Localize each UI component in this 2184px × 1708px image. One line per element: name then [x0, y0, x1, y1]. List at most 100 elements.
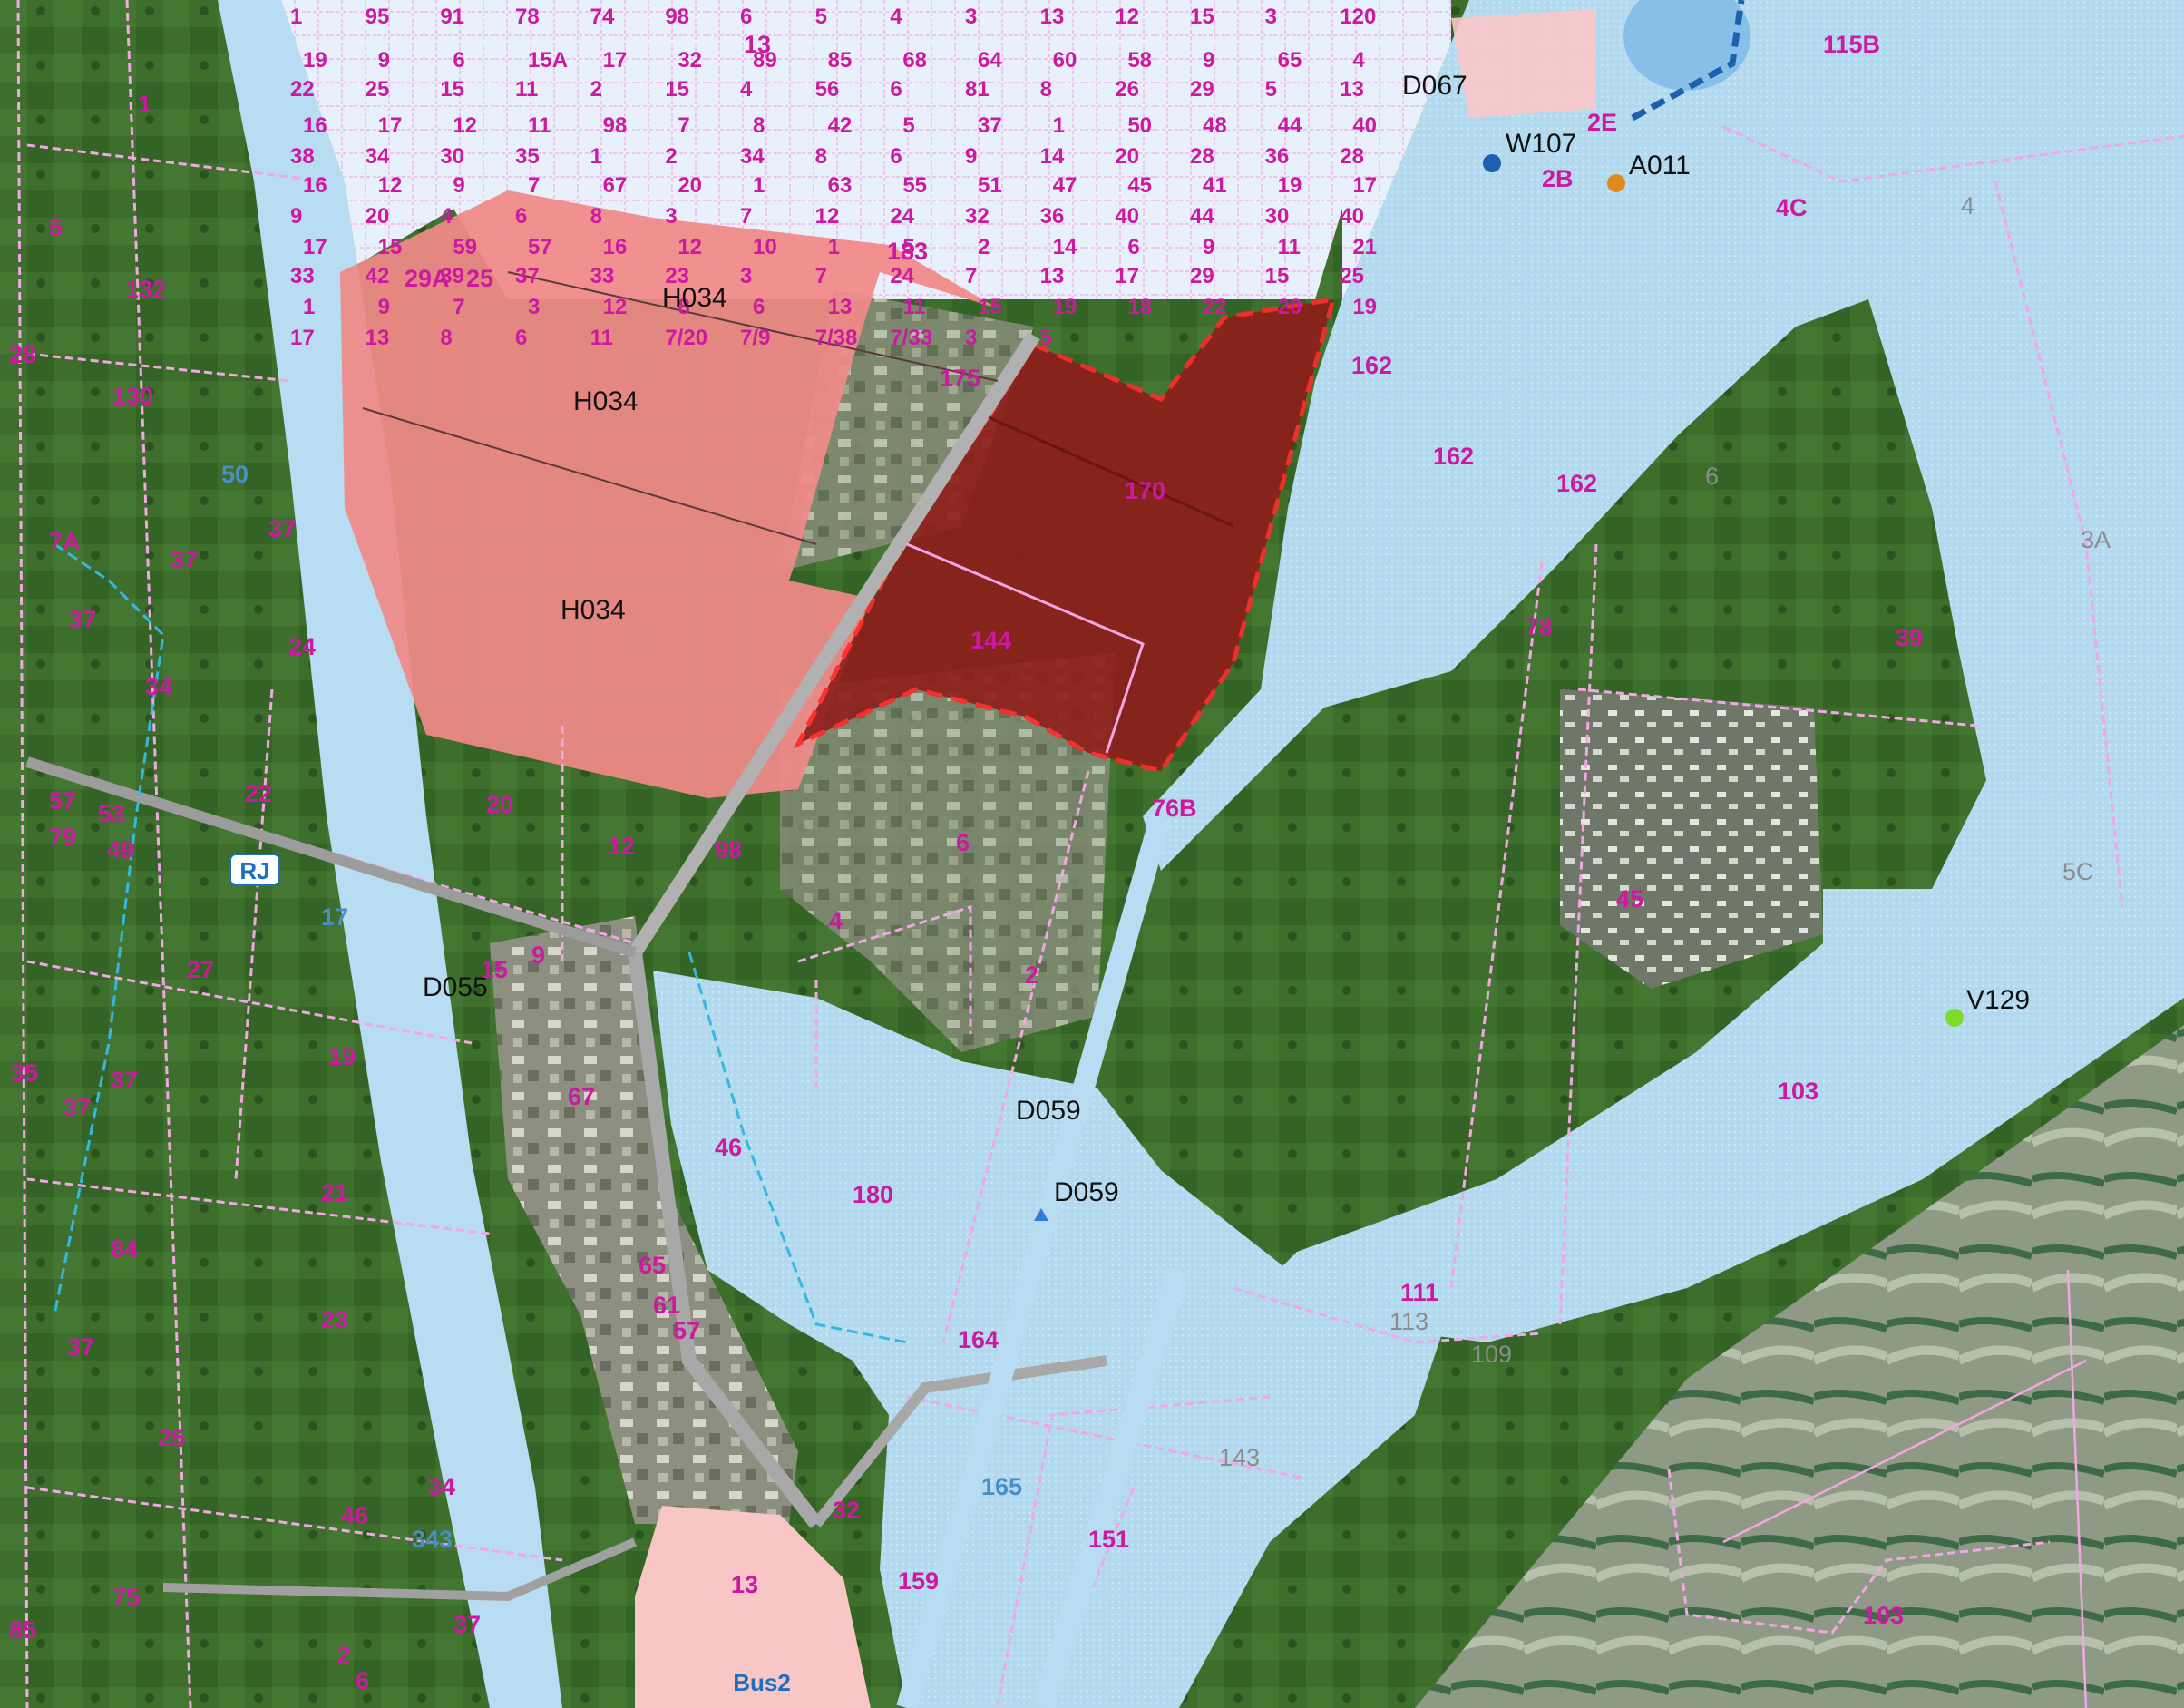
- top-lot-number[interactable]: 36: [1265, 144, 1290, 169]
- top-lot-number[interactable]: 15: [665, 77, 689, 102]
- top-lot-number[interactable]: 38: [290, 144, 315, 169]
- v129-marker[interactable]: [1945, 1009, 1964, 1027]
- top-lot-number[interactable]: 57: [528, 235, 552, 259]
- lot-label[interactable]: 85: [9, 1616, 36, 1644]
- top-lot-number[interactable]: 3: [740, 264, 752, 288]
- lot-label[interactable]: 6: [356, 1667, 369, 1694]
- top-lot-number[interactable]: 7/9: [740, 326, 770, 350]
- lot-label[interactable]: 37: [67, 1333, 94, 1361]
- top-lot-number[interactable]: 13: [1040, 5, 1065, 29]
- lot-label[interactable]: 21: [321, 1179, 348, 1206]
- top-lot-number[interactable]: 8: [590, 204, 602, 229]
- top-lot-number[interactable]: 16: [603, 235, 628, 259]
- d059-marker[interactable]: [1034, 1208, 1048, 1221]
- top-lot-number[interactable]: 4: [1352, 48, 1365, 73]
- top-lot-number[interactable]: 20: [366, 204, 390, 229]
- lot-label-faint[interactable]: 5C: [2062, 858, 2094, 885]
- lot-label[interactable]: 27: [187, 956, 214, 983]
- top-lot-number[interactable]: 40: [1352, 113, 1377, 138]
- top-lot-number[interactable]: 5: [1265, 77, 1277, 102]
- top-lot-number[interactable]: 15: [978, 295, 1002, 319]
- lot-label[interactable]: 22: [245, 780, 272, 807]
- top-lot-number[interactable]: 95: [366, 5, 390, 29]
- lot-label-faint[interactable]: 143: [1219, 1444, 1260, 1471]
- top-lot-number[interactable]: 19: [1278, 173, 1302, 198]
- lot-label[interactable]: 78: [1526, 613, 1553, 640]
- lot-label[interactable]: 180: [853, 1181, 893, 1208]
- top-lot-number[interactable]: 25: [366, 77, 390, 102]
- top-lot-number[interactable]: 34: [366, 144, 390, 169]
- lot-label-faint[interactable]: 17: [321, 903, 348, 931]
- lot-label[interactable]: 6: [956, 829, 970, 856]
- top-lot-number[interactable]: 42: [828, 113, 853, 138]
- lot-label[interactable]: 39: [1896, 624, 1923, 651]
- a011-marker[interactable]: [1607, 174, 1625, 192]
- top-lot-number[interactable]: 8: [1040, 77, 1052, 102]
- top-lot-number[interactable]: 29: [1190, 264, 1214, 288]
- top-lot-number[interactable]: 9: [965, 144, 977, 169]
- top-lot-number[interactable]: 81: [965, 77, 990, 102]
- lot-label[interactable]: 23: [321, 1306, 348, 1333]
- top-lot-number[interactable]: 44: [1278, 113, 1302, 138]
- top-lot-number[interactable]: 3: [965, 5, 977, 29]
- top-lot-number[interactable]: 8: [678, 295, 689, 319]
- top-lot-number[interactable]: 68: [902, 48, 927, 73]
- lot-label-faint[interactable]: 109: [1471, 1341, 1512, 1368]
- top-lot-number[interactable]: 8: [753, 113, 765, 138]
- top-lot-number[interactable]: 12: [815, 204, 840, 229]
- top-lot-number[interactable]: 9: [453, 173, 464, 198]
- top-lot-number[interactable]: 48: [1203, 113, 1227, 138]
- lot-label-faint[interactable]: 165: [981, 1473, 1022, 1500]
- top-lot-number[interactable]: 91: [440, 5, 464, 29]
- top-lot-number[interactable]: 18: [1127, 295, 1152, 319]
- top-lot-number[interactable]: 40: [1340, 204, 1364, 229]
- top-lot-number[interactable]: 56: [815, 77, 840, 102]
- top-lot-number[interactable]: 6: [740, 5, 752, 29]
- lot-label[interactable]: 46: [341, 1502, 368, 1529]
- top-lot-number[interactable]: 20: [678, 173, 702, 198]
- top-lot-number[interactable]: 26: [1115, 77, 1139, 102]
- lot-label[interactable]: 34: [145, 673, 172, 700]
- site-label-h034-c[interactable]: H034: [561, 595, 626, 625]
- lot-label[interactable]: 2B: [1542, 165, 1574, 192]
- top-lot-number[interactable]: 7: [678, 113, 689, 138]
- lot-label-faint[interactable]: 3A: [2081, 526, 2111, 553]
- top-lot-number[interactable]: 12: [678, 235, 702, 259]
- top-lot-number[interactable]: 14: [1040, 144, 1065, 169]
- top-lot-number[interactable]: 20: [1278, 295, 1302, 319]
- top-lot-number[interactable]: 47: [1053, 173, 1077, 198]
- site-label-w107[interactable]: W107: [1506, 129, 1576, 159]
- top-lot-number[interactable]: 17: [378, 113, 403, 138]
- top-lot-number[interactable]: 42: [366, 264, 390, 288]
- top-lot-number[interactable]: 4: [440, 204, 453, 229]
- top-lot-number[interactable]: 9: [378, 48, 390, 73]
- top-lot-number[interactable]: 6: [753, 295, 765, 319]
- top-lot-number[interactable]: 15: [1190, 5, 1214, 29]
- lot-label[interactable]: 49: [107, 836, 134, 864]
- lot-label[interactable]: 57: [49, 787, 76, 815]
- lot-label[interactable]: 29A: [405, 265, 450, 292]
- top-lot-number[interactable]: 63: [828, 173, 853, 198]
- top-lot-number[interactable]: 16: [303, 113, 327, 138]
- lot-label[interactable]: 111: [1400, 1279, 1438, 1306]
- lot-label[interactable]: 61: [653, 1292, 680, 1319]
- lot-label[interactable]: 4C: [1776, 194, 1808, 221]
- top-lot-number[interactable]: 5: [815, 5, 827, 29]
- lot-label[interactable]: 34: [428, 1473, 455, 1500]
- top-lot-number[interactable]: 4: [740, 77, 753, 102]
- top-lot-number[interactable]: 32: [678, 48, 702, 73]
- lot-label-faint[interactable]: 343: [412, 1526, 453, 1553]
- top-lot-number[interactable]: 3: [1265, 5, 1277, 29]
- lot-label[interactable]: 57: [673, 1317, 700, 1344]
- lot-label[interactable]: 79: [49, 824, 76, 851]
- site-label-h034-b[interactable]: H034: [573, 386, 639, 416]
- top-lot-number[interactable]: 37: [978, 113, 1002, 138]
- top-lot-number[interactable]: 7: [965, 264, 977, 288]
- top-lot-number[interactable]: 19: [303, 48, 327, 73]
- top-lot-number[interactable]: 64: [978, 48, 1002, 73]
- top-lot-number[interactable]: 98: [603, 113, 628, 138]
- top-lot-number[interactable]: 7: [740, 204, 752, 229]
- lot-label[interactable]: 13: [744, 31, 771, 58]
- top-lot-number[interactable]: 11: [515, 77, 538, 102]
- top-lot-number[interactable]: 8: [440, 326, 452, 350]
